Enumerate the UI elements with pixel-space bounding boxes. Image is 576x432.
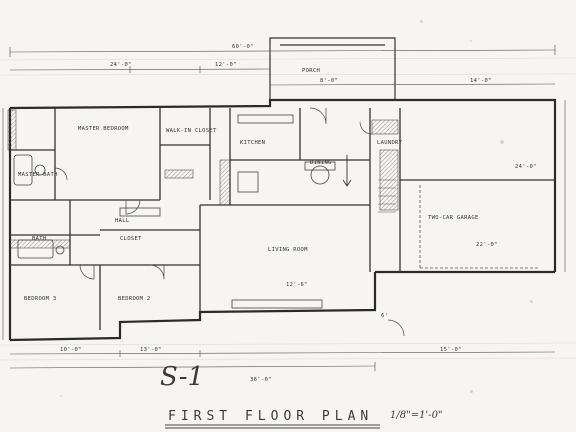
dining-arrow: [342, 155, 352, 187]
dimension-label: 12'-6": [286, 282, 308, 288]
speck: [420, 20, 423, 23]
room-label-dining: DINING: [310, 160, 332, 166]
sheet-scale: 1/8"=1'-0": [390, 410, 443, 421]
dimension-label: 10'-0": [60, 347, 82, 353]
room-label-bedroom-3: BEDROOM 3: [24, 296, 57, 302]
speck: [500, 140, 504, 144]
speck: [60, 395, 62, 397]
room-label-kitchen: KITCHEN: [240, 140, 266, 146]
dimension-label: 14'-0": [470, 78, 492, 84]
dimension-label: 36'-0": [250, 377, 272, 383]
room-label-living-room: LIVING ROOM: [268, 247, 308, 253]
dimension-label: 6': [381, 313, 389, 319]
room-label-master-bath: MASTER BATH: [18, 172, 58, 178]
dimension-lines: [2, 45, 566, 371]
speck: [470, 40, 472, 42]
title-underline: [165, 424, 380, 429]
room-label-closet: CLOSET: [120, 236, 142, 242]
dimension-label: 12'-0": [215, 62, 237, 68]
room-label-laundry: LAUNDRY: [377, 140, 403, 146]
porch-outline: [269, 37, 396, 100]
stair-lines: [378, 179, 396, 213]
room-label-master-bedroom: MASTER BEDROOM: [78, 126, 129, 132]
room-label-walk-in-closet: WALK-IN CLOSET: [166, 128, 217, 134]
dimension-label: 22'-0": [476, 242, 498, 248]
room-label-bedroom-2: BEDROOM 2: [118, 296, 151, 302]
room-label-bath: BATH: [32, 236, 47, 242]
garage-door: [419, 185, 540, 269]
dimension-label: 8'-0": [320, 78, 339, 84]
speck: [470, 390, 473, 393]
interior-walls: [10, 108, 555, 330]
room-label-two-car-garage: TWO-CAR GARAGE: [428, 215, 479, 221]
sheet-number: S-1: [160, 362, 205, 392]
door-swings: [54, 107, 405, 337]
dimension-label: 24'-0": [515, 164, 537, 170]
speck: [530, 300, 533, 303]
paper-texture: [0, 57, 576, 361]
dimension-label: 13'-0": [140, 347, 162, 353]
fixtures: [13, 114, 336, 309]
dimension-label: 60'-0": [232, 44, 254, 50]
room-label-hall: HALL: [115, 218, 130, 224]
room-label-porch: PORCH: [302, 68, 321, 74]
dimension-label: 15'-0": [440, 347, 462, 353]
dimension-label: 24'-0": [110, 62, 132, 68]
sheet-title: FIRST FLOOR PLAN: [168, 409, 374, 424]
